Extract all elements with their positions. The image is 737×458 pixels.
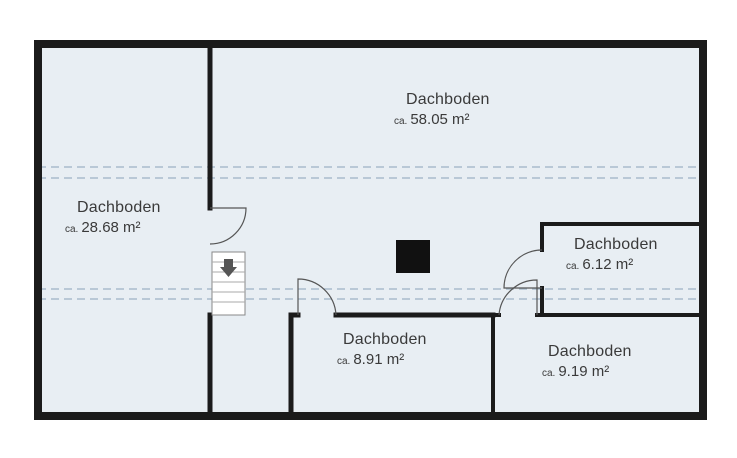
- room-name: Dachboden: [77, 199, 161, 216]
- room-label-large-attic: Dachboden ca.58.05 m²: [394, 91, 490, 128]
- room-area: ca.9.19 m²: [542, 363, 632, 380]
- area-value: 28.68 m²: [81, 219, 141, 236]
- room-label-lower-middle-attic: Dachboden ca.8.91 m²: [337, 331, 427, 368]
- room-label-left-attic: Dachboden ca.28.68 m²: [65, 199, 161, 236]
- area-prefix: ca.: [65, 224, 79, 235]
- room-name: Dachboden: [343, 331, 427, 348]
- area-prefix: ca.: [566, 261, 580, 272]
- room-label-lower-right-attic: Dachboden ca.9.19 m²: [542, 343, 632, 380]
- area-prefix: ca.: [394, 116, 408, 127]
- chimney-square: [396, 240, 430, 273]
- area-value: 6.12 m²: [582, 256, 634, 273]
- door-swings: [209, 207, 543, 316]
- room-area: ca.58.05 m²: [394, 111, 490, 128]
- down-arrow-icon: [220, 259, 237, 277]
- room-label-upper-right-attic: Dachboden ca.6.12 m²: [566, 236, 658, 273]
- roof-slope-lines: [38, 166, 703, 300]
- door-middle-room: [297, 278, 337, 316]
- door-left-room: [209, 207, 247, 245]
- room-name: Dachboden: [574, 236, 658, 253]
- room-name: Dachboden: [548, 343, 632, 360]
- area-prefix: ca.: [542, 368, 556, 379]
- area-value: 9.19 m²: [558, 363, 610, 380]
- room-area: ca.6.12 m²: [566, 256, 658, 273]
- room-area: ca.28.68 m²: [65, 219, 161, 236]
- area-value: 58.05 m²: [410, 111, 470, 128]
- room-name: Dachboden: [406, 91, 490, 108]
- walls: [34, 40, 707, 420]
- outer-wall: [34, 40, 707, 420]
- room-area: ca.8.91 m²: [337, 351, 427, 368]
- floor-area: [38, 44, 703, 416]
- area-prefix: ca.: [337, 356, 351, 367]
- door-small-room: [503, 249, 543, 289]
- staircase: [211, 251, 246, 316]
- area-value: 8.91 m²: [353, 351, 405, 368]
